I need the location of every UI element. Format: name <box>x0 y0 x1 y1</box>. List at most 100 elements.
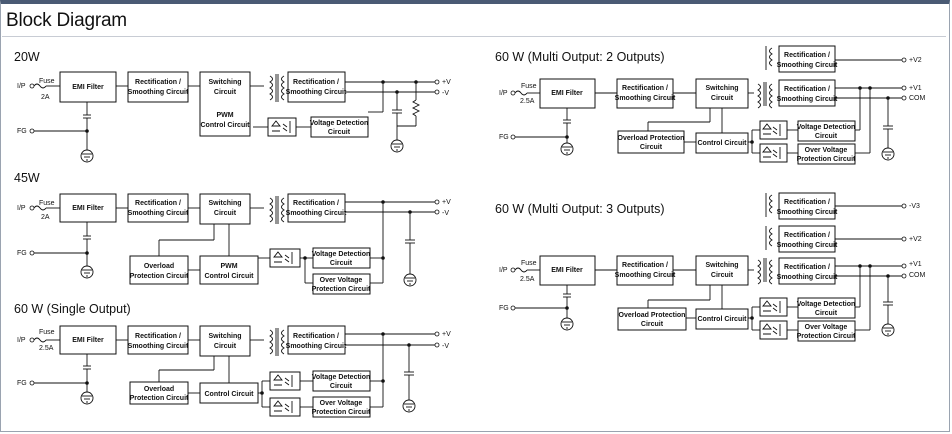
svg-text:EMI Filter: EMI Filter <box>72 337 104 344</box>
section-title: 60 W (Single Output) <box>14 302 131 316</box>
svg-text:Rectification /: Rectification / <box>622 262 668 269</box>
section-title: 60 W (Multi Output: 3 Outputs) <box>495 202 665 216</box>
svg-text:Smoothing Circuit: Smoothing Circuit <box>128 343 189 350</box>
output-rectification-block <box>287 325 346 355</box>
photocoupler-icon <box>759 143 788 163</box>
svg-text:Circuit: Circuit <box>641 321 664 328</box>
section-45w: 45W I/P Fuse 2A FG <box>14 171 451 295</box>
svg-text:Rectification /: Rectification / <box>293 333 339 340</box>
control-circuit-block <box>695 132 749 154</box>
ground-icon <box>390 139 404 153</box>
output-minus-v: -V <box>442 210 449 217</box>
photocoupler-icon <box>269 248 301 268</box>
photocoupler-icon <box>269 397 301 417</box>
svg-text:EMI Filter: EMI Filter <box>72 84 104 91</box>
fuse-icon <box>514 90 528 96</box>
ground-icon <box>881 323 895 337</box>
svg-text:Smoothing Circuit: Smoothing Circuit <box>777 209 838 216</box>
rectification-smoothing-block <box>616 255 674 286</box>
emi-filter-block <box>59 325 117 355</box>
svg-text:Rectification /: Rectification / <box>135 333 181 340</box>
svg-text:Protection Circuit: Protection Circuit <box>130 395 189 402</box>
svg-text:Protection Circuit: Protection Circuit <box>312 286 371 293</box>
section-title: 20W <box>14 50 40 64</box>
svg-text:Control Circuit: Control Circuit <box>201 122 251 129</box>
svg-text:Circuit: Circuit <box>330 383 353 390</box>
photocoupler-icon <box>759 320 788 340</box>
svg-text:Rectification /: Rectification / <box>784 52 830 59</box>
svg-text:Smoothing Circuit: Smoothing Circuit <box>777 242 838 249</box>
pwm-control-block <box>199 255 259 285</box>
emi-filter-block <box>539 78 596 109</box>
section-60w-multi-3: 60 W (Multi Output: 3 Outputs) I/P Fuse … <box>495 192 926 342</box>
svg-text:Switching: Switching <box>208 200 241 207</box>
over-voltage-protection-block <box>797 320 856 342</box>
control-circuit-block <box>695 308 749 330</box>
title-divider <box>2 36 946 37</box>
fg-label: FG <box>499 134 509 141</box>
svg-text:Circuit: Circuit <box>711 272 734 279</box>
page-title: Block Diagram <box>6 10 127 31</box>
svg-text:Voltage Detection: Voltage Detection <box>312 251 371 258</box>
rectification-smoothing-block <box>127 193 189 223</box>
svg-text:Rectification /: Rectification / <box>784 264 830 271</box>
fuse-icon <box>514 267 528 273</box>
rectification-smoothing-block <box>127 71 189 103</box>
output-rectification-v2-block <box>778 45 836 73</box>
over-voltage-protection-block <box>312 396 371 418</box>
svg-text:Smoothing Circuit: Smoothing Circuit <box>777 62 838 69</box>
svg-text:EMI Filter: EMI Filter <box>72 205 104 212</box>
svg-text:Voltage Detection: Voltage Detection <box>797 301 856 308</box>
fuse-icon <box>33 337 47 343</box>
svg-text:Control Circuit: Control Circuit <box>698 316 748 323</box>
rectification-smoothing-block <box>127 325 189 355</box>
fuse-label: Fuse <box>521 260 537 267</box>
ground-icon <box>560 142 574 156</box>
output-rectification-v3-block <box>778 192 836 220</box>
svg-text:Protection Circuit: Protection Circuit <box>312 409 371 416</box>
svg-text:Smoothing Circuit: Smoothing Circuit <box>777 274 838 281</box>
photocoupler-icon <box>759 120 788 140</box>
svg-text:Smoothing Circuit: Smoothing Circuit <box>615 95 676 102</box>
svg-text:Rectification /: Rectification / <box>784 86 830 93</box>
fg-label: FG <box>499 305 509 312</box>
output-com: COM <box>909 272 926 279</box>
output-plus-v: +V <box>442 199 451 206</box>
overload-protection-block <box>129 381 189 405</box>
ground-icon <box>560 317 574 331</box>
svg-text:Circuit: Circuit <box>328 129 351 136</box>
emi-filter-block <box>59 193 117 223</box>
voltage-detection-block <box>312 370 371 392</box>
switching-circuit-block <box>199 193 251 225</box>
svg-text:Rectification /: Rectification / <box>622 85 668 92</box>
fuse-label: Fuse <box>39 78 55 85</box>
svg-text:Circuit: Circuit <box>640 144 663 151</box>
svg-text:Overload Protection: Overload Protection <box>619 312 686 319</box>
fuse-rating: 2.5A <box>39 345 54 352</box>
svg-text:Control Circuit: Control Circuit <box>698 140 748 147</box>
overload-protection-block <box>617 130 685 154</box>
svg-text:Rectification /: Rectification / <box>293 79 339 86</box>
svg-text:Switching: Switching <box>705 85 738 92</box>
svg-text:Rectification /: Rectification / <box>784 232 830 239</box>
svg-text:Control Circuit: Control Circuit <box>205 391 255 398</box>
fuse-label: Fuse <box>521 83 537 90</box>
input-label: I/P <box>499 90 508 97</box>
input-label: I/P <box>17 337 26 344</box>
fuse-rating: 2A <box>41 94 50 101</box>
svg-text:Smoothing Circuit: Smoothing Circuit <box>128 210 189 217</box>
section-title: 60 W (Multi Output: 2 Outputs) <box>495 50 665 64</box>
svg-text:Protection Circuit: Protection Circuit <box>797 333 856 340</box>
ground-icon <box>80 265 94 279</box>
output-rectification-v1-block <box>778 79 836 107</box>
transformer-secondary-icon <box>281 75 285 101</box>
output-minus-v: -V <box>442 90 449 97</box>
svg-text:PWM: PWM <box>220 263 237 270</box>
input-label: I/P <box>17 205 26 212</box>
voltage-detection-block <box>312 247 371 269</box>
switching-circuit-block <box>199 325 251 357</box>
over-voltage-protection-block <box>312 273 371 295</box>
fuse-rating: 2.5A <box>520 276 535 283</box>
svg-text:Overload: Overload <box>144 263 174 270</box>
